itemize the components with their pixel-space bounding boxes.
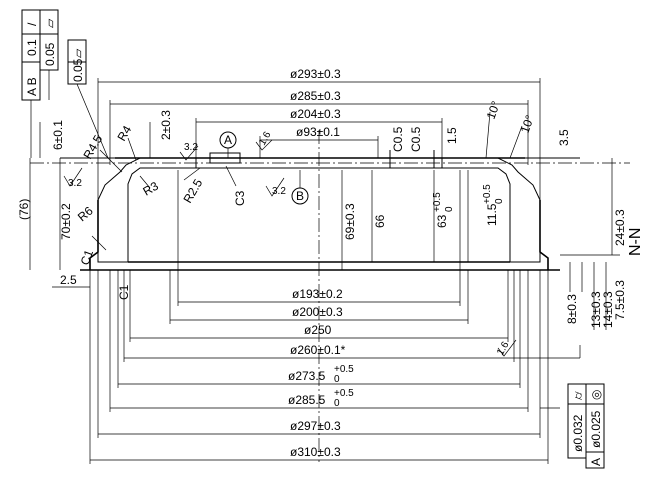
dim-d310: ø310±0.3 [290, 445, 341, 459]
dim-d93: ø93±0.1 [296, 125, 340, 139]
gdt-conc-ref: A [589, 458, 603, 466]
roughness-1-6-b: 1.6 [495, 340, 512, 358]
dim-h63: 63 [435, 214, 449, 228]
gdt-frame-top-left [21, 9, 109, 159]
roughness-symbols [63, 139, 517, 357]
roughness-3-2-c: 3.2 [272, 186, 286, 197]
section-label: N-N [627, 228, 644, 256]
dim-h76: (76) [17, 199, 31, 220]
dim-h11-5-tol-plus: +0.5 [482, 184, 493, 204]
gdt-runout-symbol: / [25, 22, 39, 26]
roughness-3-2-b: 3.2 [184, 142, 198, 153]
dim-d193: ø193±0.2 [292, 287, 343, 301]
label-c1: C1 [78, 248, 97, 268]
label-r4-5: R4.5 [80, 132, 105, 161]
dim-d273-tol-zero: 0 [334, 374, 340, 385]
dim-h69: 69±0.3 [343, 203, 357, 240]
dim-h11-5-tol-zero: 0 [494, 198, 505, 204]
gdt-runout-tol: 0.1 [25, 39, 39, 56]
dim-v3-5: 3.5 [557, 129, 571, 146]
dim-lines-bottom [89, 170, 581, 464]
dim-d273: ø273.5 [288, 369, 326, 383]
gdt-conc-tol: ø0.025 [589, 410, 603, 448]
gdt-frame-bottom-right [567, 383, 605, 469]
leader-lines [91, 111, 523, 251]
dim-h63-tol-zero: 0 [444, 206, 455, 212]
dim-h63-tol-plus: +0.5 [432, 192, 443, 212]
dim-h70: 70±0.2 [59, 203, 73, 240]
dim-h24: 24±0.3 [613, 209, 627, 246]
label-r2-5: R2.5 [180, 176, 205, 205]
label-r3: R3 [141, 179, 162, 199]
label-angle-10-b: 10° [518, 113, 537, 135]
dim-d293: ø293±0.3 [290, 67, 341, 81]
gdt-cyl-symbol: ⌭ [571, 391, 585, 400]
dim-d285b: ø285.5 [288, 393, 326, 407]
gdt-flat2-tol: 0.05 [71, 58, 85, 82]
label-c3: C3 [233, 190, 247, 206]
datum-b-label: B [296, 189, 304, 203]
label-r4: R4 [114, 123, 134, 144]
dim-d204: ø204±0.3 [290, 107, 341, 121]
dim-h8: 8±0.3 [565, 294, 579, 324]
label-c0-5-a: C0.5 [391, 126, 405, 152]
dim-v2: 2±0.3 [159, 110, 173, 140]
gdt-flat-symbol: ▱ [43, 18, 57, 28]
dim-d285: ø285±0.3 [290, 89, 341, 103]
label-c0-5-b: C0.5 [409, 126, 423, 152]
dim-d250: ø250 [304, 323, 332, 337]
dim-d273-tol-plus: +0.5 [334, 364, 354, 375]
dim-h11-5: 11.5 [485, 203, 499, 226]
dim-h66: 66 [373, 214, 387, 228]
gdt-flat-tol: 0.05 [43, 42, 57, 66]
dim-lines-vertical [29, 122, 620, 330]
gdt-runout-ref: A B [25, 77, 39, 96]
roughness-1-6-a: 1.6 [257, 130, 274, 148]
dim-v6: 6±0.1 [51, 120, 65, 150]
dim-d200: ø200±0.3 [292, 305, 343, 319]
datum-a-label: A [224, 133, 232, 147]
label-c1-b: C1 [117, 284, 131, 300]
dim-d285b-tol-zero: 0 [334, 398, 340, 409]
datum-a-bubble [219, 131, 237, 158]
dim-h13: 13±0.3 [589, 291, 603, 328]
datum-b-bubble [291, 170, 309, 205]
dim-v2-5: 2.5 [60, 273, 77, 287]
dim-d297: ø297±0.3 [290, 419, 341, 433]
gdt-conc-symbol: ◎ [589, 390, 603, 400]
dim-v1-5: 1.5 [445, 127, 459, 144]
dim-d260: ø260±0.1* [290, 343, 346, 357]
gdt-flat2-symbol: ▱ [71, 48, 85, 58]
dim-d285b-tol-plus: +0.5 [334, 388, 354, 399]
section-left-wall [97, 157, 197, 263]
dim-h7-5: 7.5±0.3 [613, 280, 627, 320]
gdt-cyl-tol: ø0.032 [571, 414, 585, 452]
label-angle-10-a: 10° [484, 99, 503, 121]
roughness-3-2-a: 3.2 [68, 178, 82, 189]
label-r6: R6 [75, 204, 96, 225]
dim-h14: 14±0.3 [601, 291, 615, 328]
